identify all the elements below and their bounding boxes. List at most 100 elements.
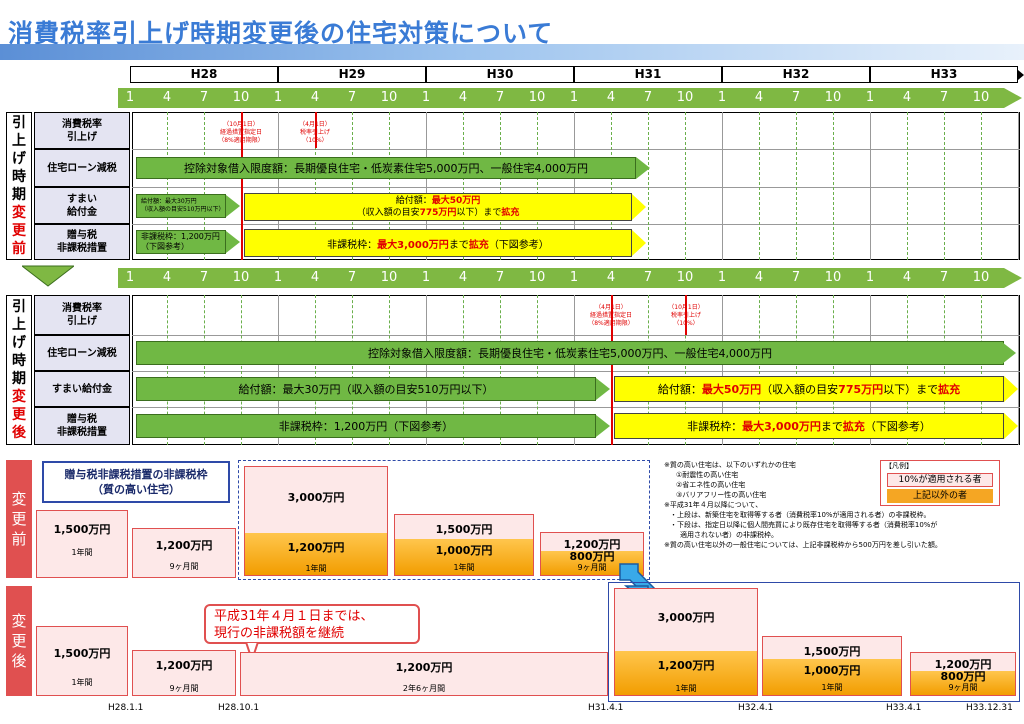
- benefit-small-text: 給付額：最大30万円 （収入額の目安510万円以下）: [141, 198, 225, 213]
- month-label: 7: [495, 90, 505, 105]
- box-orange: 1,200万円 1年間: [245, 533, 387, 575]
- date-label: H28.1.1: [108, 703, 144, 713]
- legend-item2: 上記以外の者: [912, 491, 967, 501]
- grid-line: [167, 112, 168, 260]
- note-line: ・下段は、指定日以降に個人間売買により既存住宅を取得等する者（消費税率10%が: [670, 521, 938, 529]
- box-value: 1,500万円: [53, 647, 111, 660]
- benefit-big-line1: 給付額：最大50万円: [396, 195, 481, 207]
- t: 775万円: [419, 208, 457, 218]
- note-after-1: （4月1日） 経過措置指定日 （8%適用期限）: [570, 304, 652, 328]
- month-label: 4: [458, 270, 468, 285]
- box-duration: 9ヶ月間: [948, 683, 978, 692]
- grid-line: [537, 295, 538, 445]
- month-label: 1: [125, 270, 135, 285]
- gift-small-arrow: [226, 231, 240, 253]
- gift-big-before: 非課税枠：最大3,000万円まで拡充（下図参考）: [244, 229, 632, 257]
- gift-small-text: 非課税枠：1,200万円（下図参考）: [278, 420, 454, 433]
- note-line: ①耐震性の高い住宅: [676, 471, 739, 479]
- grid-line: [944, 295, 945, 445]
- side-label-char: 引: [12, 115, 26, 131]
- chart-after-frame: [608, 582, 1020, 702]
- grid-line: [759, 295, 760, 445]
- grid-line: [907, 295, 908, 445]
- loan-bar-before: 控除対象借入限度額：長期優良住宅・低炭素住宅5,000万円、一般住宅4,000万…: [136, 157, 636, 179]
- t: 最大50万円: [701, 383, 762, 396]
- box-orange: 1,000万円 1年間: [763, 659, 901, 695]
- t: 拡充: [842, 420, 865, 433]
- t: 非課税枠：: [687, 420, 743, 433]
- date-label: H33.4.1: [886, 703, 922, 713]
- box-value: 1,200万円: [155, 539, 213, 552]
- date-label: H28.10.1: [218, 703, 260, 713]
- callout-text: 平成31年４月１日までは、 現行の非課税額を継続: [214, 609, 374, 641]
- row-label-tax-after: 消費税率 引上げ: [34, 295, 130, 335]
- grid-line: [722, 112, 723, 260]
- box-b4: 1,500万円 1,000万円 1年間: [394, 514, 534, 576]
- note-text: （4月1日） 税率引上げ （10%）: [299, 121, 331, 144]
- t: 最大3,000万円: [377, 239, 449, 251]
- note-line: 適用されない者）の非課税枠。: [680, 531, 778, 539]
- box-a5: 1,500万円 1,000万円 1年間: [762, 636, 902, 696]
- box-duration: 1年間: [453, 563, 475, 572]
- benefit-small-arrow: [226, 195, 240, 217]
- month-label: 7: [939, 90, 949, 105]
- month-label: 4: [902, 90, 912, 105]
- side-label-char: 更: [12, 407, 26, 423]
- grid-line: [611, 112, 612, 260]
- chart-title-box: 贈与税非課税措置の非課税枠 （質の高い住宅）: [42, 461, 230, 503]
- grid-line: [204, 112, 205, 260]
- grid-line: [944, 112, 945, 260]
- chart-before-label-text: 変 更 前: [11, 490, 27, 548]
- t: 給付額：: [395, 196, 432, 206]
- gift-small-text: 非課税枠：1,200万円 （下図参考）: [141, 232, 220, 251]
- box-duration: 1年間: [675, 684, 697, 693]
- t: 775万円: [838, 383, 884, 396]
- row-divider: [132, 407, 1020, 408]
- box-duration: 9ヶ月間: [169, 684, 199, 693]
- side-label-char: げ: [12, 335, 26, 351]
- grid-line: [278, 112, 279, 260]
- month-label: 10: [380, 90, 398, 105]
- side-label-char: 更: [12, 223, 26, 239]
- grid-line: [833, 295, 834, 445]
- month-label: 4: [606, 90, 616, 105]
- date-label: H32.4.1: [738, 703, 774, 713]
- grid-line: [981, 112, 982, 260]
- box-orange-value: 800万円: [569, 550, 615, 563]
- month-label: 7: [643, 270, 653, 285]
- month-label: 4: [458, 90, 468, 105]
- year-H28: H28: [130, 66, 278, 83]
- grid-line: [1018, 112, 1019, 260]
- grid-line: [204, 295, 205, 445]
- side-label-after: 引上げ時期変更後: [6, 295, 32, 445]
- grid-line: [574, 295, 575, 445]
- month-label: 10: [528, 270, 546, 285]
- grid-line: [537, 112, 538, 260]
- t: 最大3,000万円: [742, 420, 821, 433]
- side-label-char: 前: [12, 241, 26, 257]
- month-label: 7: [791, 90, 801, 105]
- box-orange-value: 800万円: [940, 670, 986, 683]
- month-label: 1: [421, 270, 431, 285]
- box-value: 1,500万円: [803, 645, 861, 658]
- box-orange: 800万円 9ヶ月間: [911, 671, 1015, 695]
- grid-line: [833, 112, 834, 260]
- box-value: 1,200万円: [934, 658, 992, 671]
- row-label-text: すまい 給付金: [67, 193, 97, 218]
- red-line-after-2: [685, 295, 687, 335]
- chart-before-dashed-frame: [238, 460, 650, 580]
- year-H29: H29: [278, 66, 426, 83]
- box-value: 3,000万円: [657, 611, 715, 624]
- box-value: 3,000万円: [287, 491, 345, 504]
- month-label: 1: [421, 90, 431, 105]
- side-label-char: 引: [12, 299, 26, 315]
- row-divider: [132, 335, 1020, 336]
- note-before-2: （4月1日） 税率引上げ （10%）: [283, 121, 347, 145]
- side-label-char: 時: [12, 353, 26, 369]
- month-label: 10: [824, 90, 842, 105]
- side-label-char: 上: [12, 133, 26, 149]
- note-after-2: （10月1日） 税率引上げ （10%）: [654, 304, 718, 328]
- t: （下図参考）: [488, 239, 549, 251]
- benefit-big-line2: （収入額の目安775万円以下）まで拡充: [357, 207, 520, 219]
- row-label-text: 住宅ローン減税: [47, 162, 117, 174]
